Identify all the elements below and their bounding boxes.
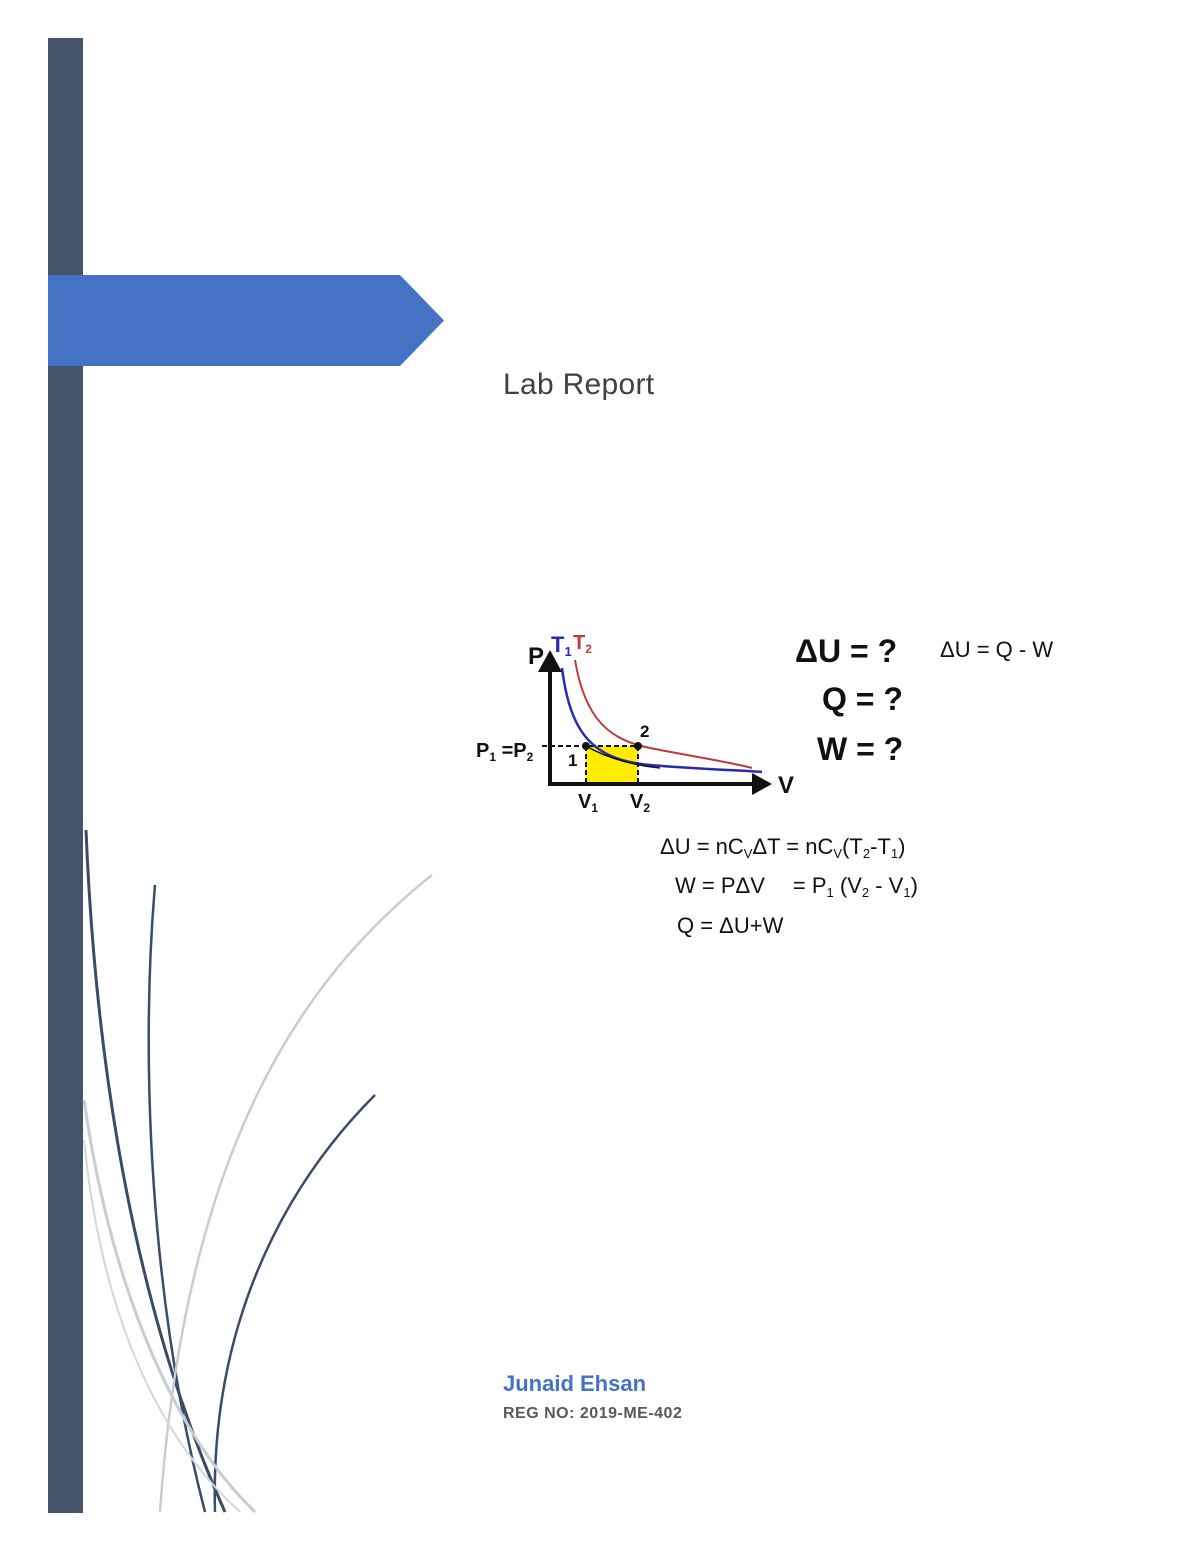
isotherm-t2 [574, 659, 753, 769]
state-point-2 [634, 742, 642, 750]
eq-w-question: W = ? [817, 731, 903, 767]
eq-q-question: Q = ? [822, 681, 903, 717]
isotherm-t1 [560, 667, 763, 774]
p-axis-arrow [538, 650, 562, 672]
eq-work: W = PΔV= P1 (V2 - V1) [675, 873, 918, 900]
eq-delta-u-question: ΔU = ? [795, 633, 897, 669]
eq-delta-u: ΔU = nCVΔT = nCV(T2-T1) [660, 834, 905, 861]
label-t2: T2 [573, 632, 592, 656]
eq-heat: Q = ΔU+W [677, 913, 784, 938]
decorative-curves [82, 829, 433, 1514]
pressure-label: P1 =P2 [476, 740, 534, 764]
axis-label-v: V [778, 772, 794, 799]
axis-label-p: P [528, 643, 544, 670]
registration-number: REG NO: 2019-ME-402 [503, 1405, 683, 1422]
work-area [586, 746, 638, 784]
cover-banner-arrow [48, 275, 444, 366]
report-title: Lab Report [503, 368, 655, 401]
v-axis-arrow [752, 773, 772, 795]
state-point-1 [582, 742, 590, 750]
v1-label: V1 [578, 791, 598, 815]
label-t1: T1 [551, 632, 572, 659]
v2-label: V2 [630, 791, 650, 815]
author-name: Junaid Ehsan [503, 1371, 647, 1396]
thermo-figure: P V T1 T2 P1 =P2 1 2 V1 V2 ΔU = ? ΔU = Q… [476, 632, 1053, 938]
eq-first-law: ΔU = Q - W [940, 637, 1053, 662]
point-1-label: 1 [568, 751, 577, 770]
point-2-label: 2 [640, 722, 649, 741]
